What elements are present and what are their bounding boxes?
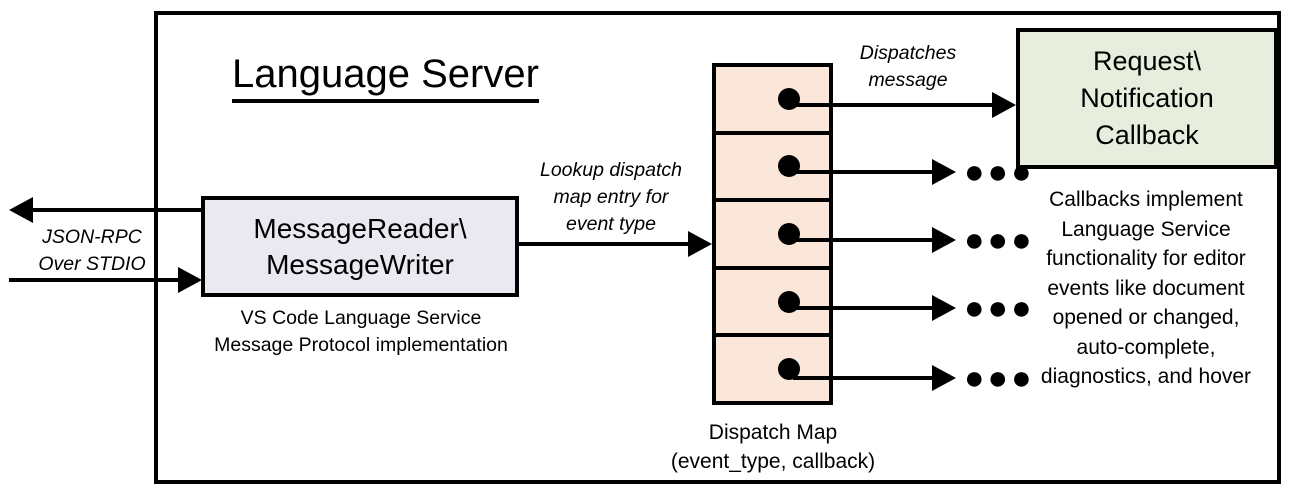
dispatch-row5-arrow-line (793, 376, 933, 380)
message-reader-writer-caption: VS Code Language Service Message Protoco… (191, 305, 531, 359)
callback-box-line2: Notification (1080, 83, 1214, 113)
callback-caption-line3: functionality for editor (1046, 247, 1246, 270)
dispatch-row1-arrow-head (992, 92, 1016, 118)
table-row[interactable] (716, 67, 829, 135)
table-row[interactable] (716, 337, 829, 401)
dispatch-row2-arrow-head (932, 159, 956, 185)
reader-caption-line2: Message Protocol implementation (214, 334, 508, 356)
lookup-label-line3: event type (566, 213, 656, 235)
callback-caption: Callbacks implement Language Service fun… (1012, 185, 1280, 392)
callback-caption-line1: Callbacks implement (1049, 188, 1243, 211)
table-row[interactable] (716, 202, 829, 270)
reader-caption-line1: VS Code Language Service (240, 307, 482, 329)
callback-caption-line5: opened or changed, (1052, 306, 1240, 329)
lookup-label-line2: map entry for (553, 186, 669, 208)
dispatch-map-table[interactable] (712, 63, 833, 405)
dispatch-row3-arrow-head (932, 227, 956, 253)
language-server-boundary (154, 11, 1281, 484)
callback-box-line1: Request\ (1092, 46, 1202, 76)
callback-dot-icon (778, 155, 800, 178)
lookup-arrow-head (688, 231, 712, 257)
lookup-label-line1: Lookup dispatch (539, 159, 683, 181)
json-rpc-label: JSON-RPC Over STDIO (22, 224, 162, 278)
request-notification-callback-box[interactable]: Request\ Notification Callback (1016, 28, 1278, 169)
callback-box-line3: Callback (1095, 120, 1199, 150)
dispatch-map-caption: Dispatch Map (event_type, callback) (648, 418, 898, 476)
outgoing-arrow-head (9, 197, 33, 223)
lookup-arrow-line (519, 242, 689, 246)
dispatch-row2-arrow-line (793, 170, 933, 174)
dispatch-map-caption-line2: (event_type, callback) (670, 450, 876, 473)
message-reader-label: MessageReader\ (253, 212, 467, 244)
incoming-arrow-line (9, 278, 181, 282)
message-writer-label: MessageWriter (266, 248, 454, 280)
incoming-arrow-head (178, 267, 202, 293)
callback-caption-line4: events like document (1047, 276, 1245, 300)
table-row[interactable] (716, 135, 829, 203)
json-rpc-label-line2: Over STDIO (38, 253, 146, 275)
dispatches-label-line1: Dispatches (859, 42, 957, 64)
dispatch-row1-arrow-line (793, 103, 993, 107)
dispatches-message-label: Dispatches message (838, 40, 978, 94)
callback-dot-icon (778, 358, 800, 381)
json-rpc-label-line1: JSON-RPC (42, 226, 142, 248)
dispatch-map-caption-line1: Dispatch Map (708, 421, 838, 444)
table-row[interactable] (716, 270, 829, 338)
lookup-dispatch-label: Lookup dispatch map entry for event type (521, 157, 701, 238)
dispatches-label-line2: message (868, 69, 948, 91)
outgoing-arrow-line (33, 208, 205, 212)
dispatch-row3-arrow-line (793, 238, 933, 242)
page-title: Language Server (232, 50, 539, 103)
callback-caption-line2: Language Service (1061, 217, 1231, 241)
dispatch-row5-arrow-head (932, 365, 956, 391)
dispatch-row4-arrow-line (793, 306, 933, 310)
message-reader-writer-box[interactable]: MessageReader\ MessageWriter (201, 196, 519, 297)
callback-caption-line7: diagnostics, and hover (1040, 365, 1252, 388)
dispatch-row4-arrow-head (932, 295, 956, 321)
callback-caption-line6: auto-complete, (1076, 335, 1216, 359)
